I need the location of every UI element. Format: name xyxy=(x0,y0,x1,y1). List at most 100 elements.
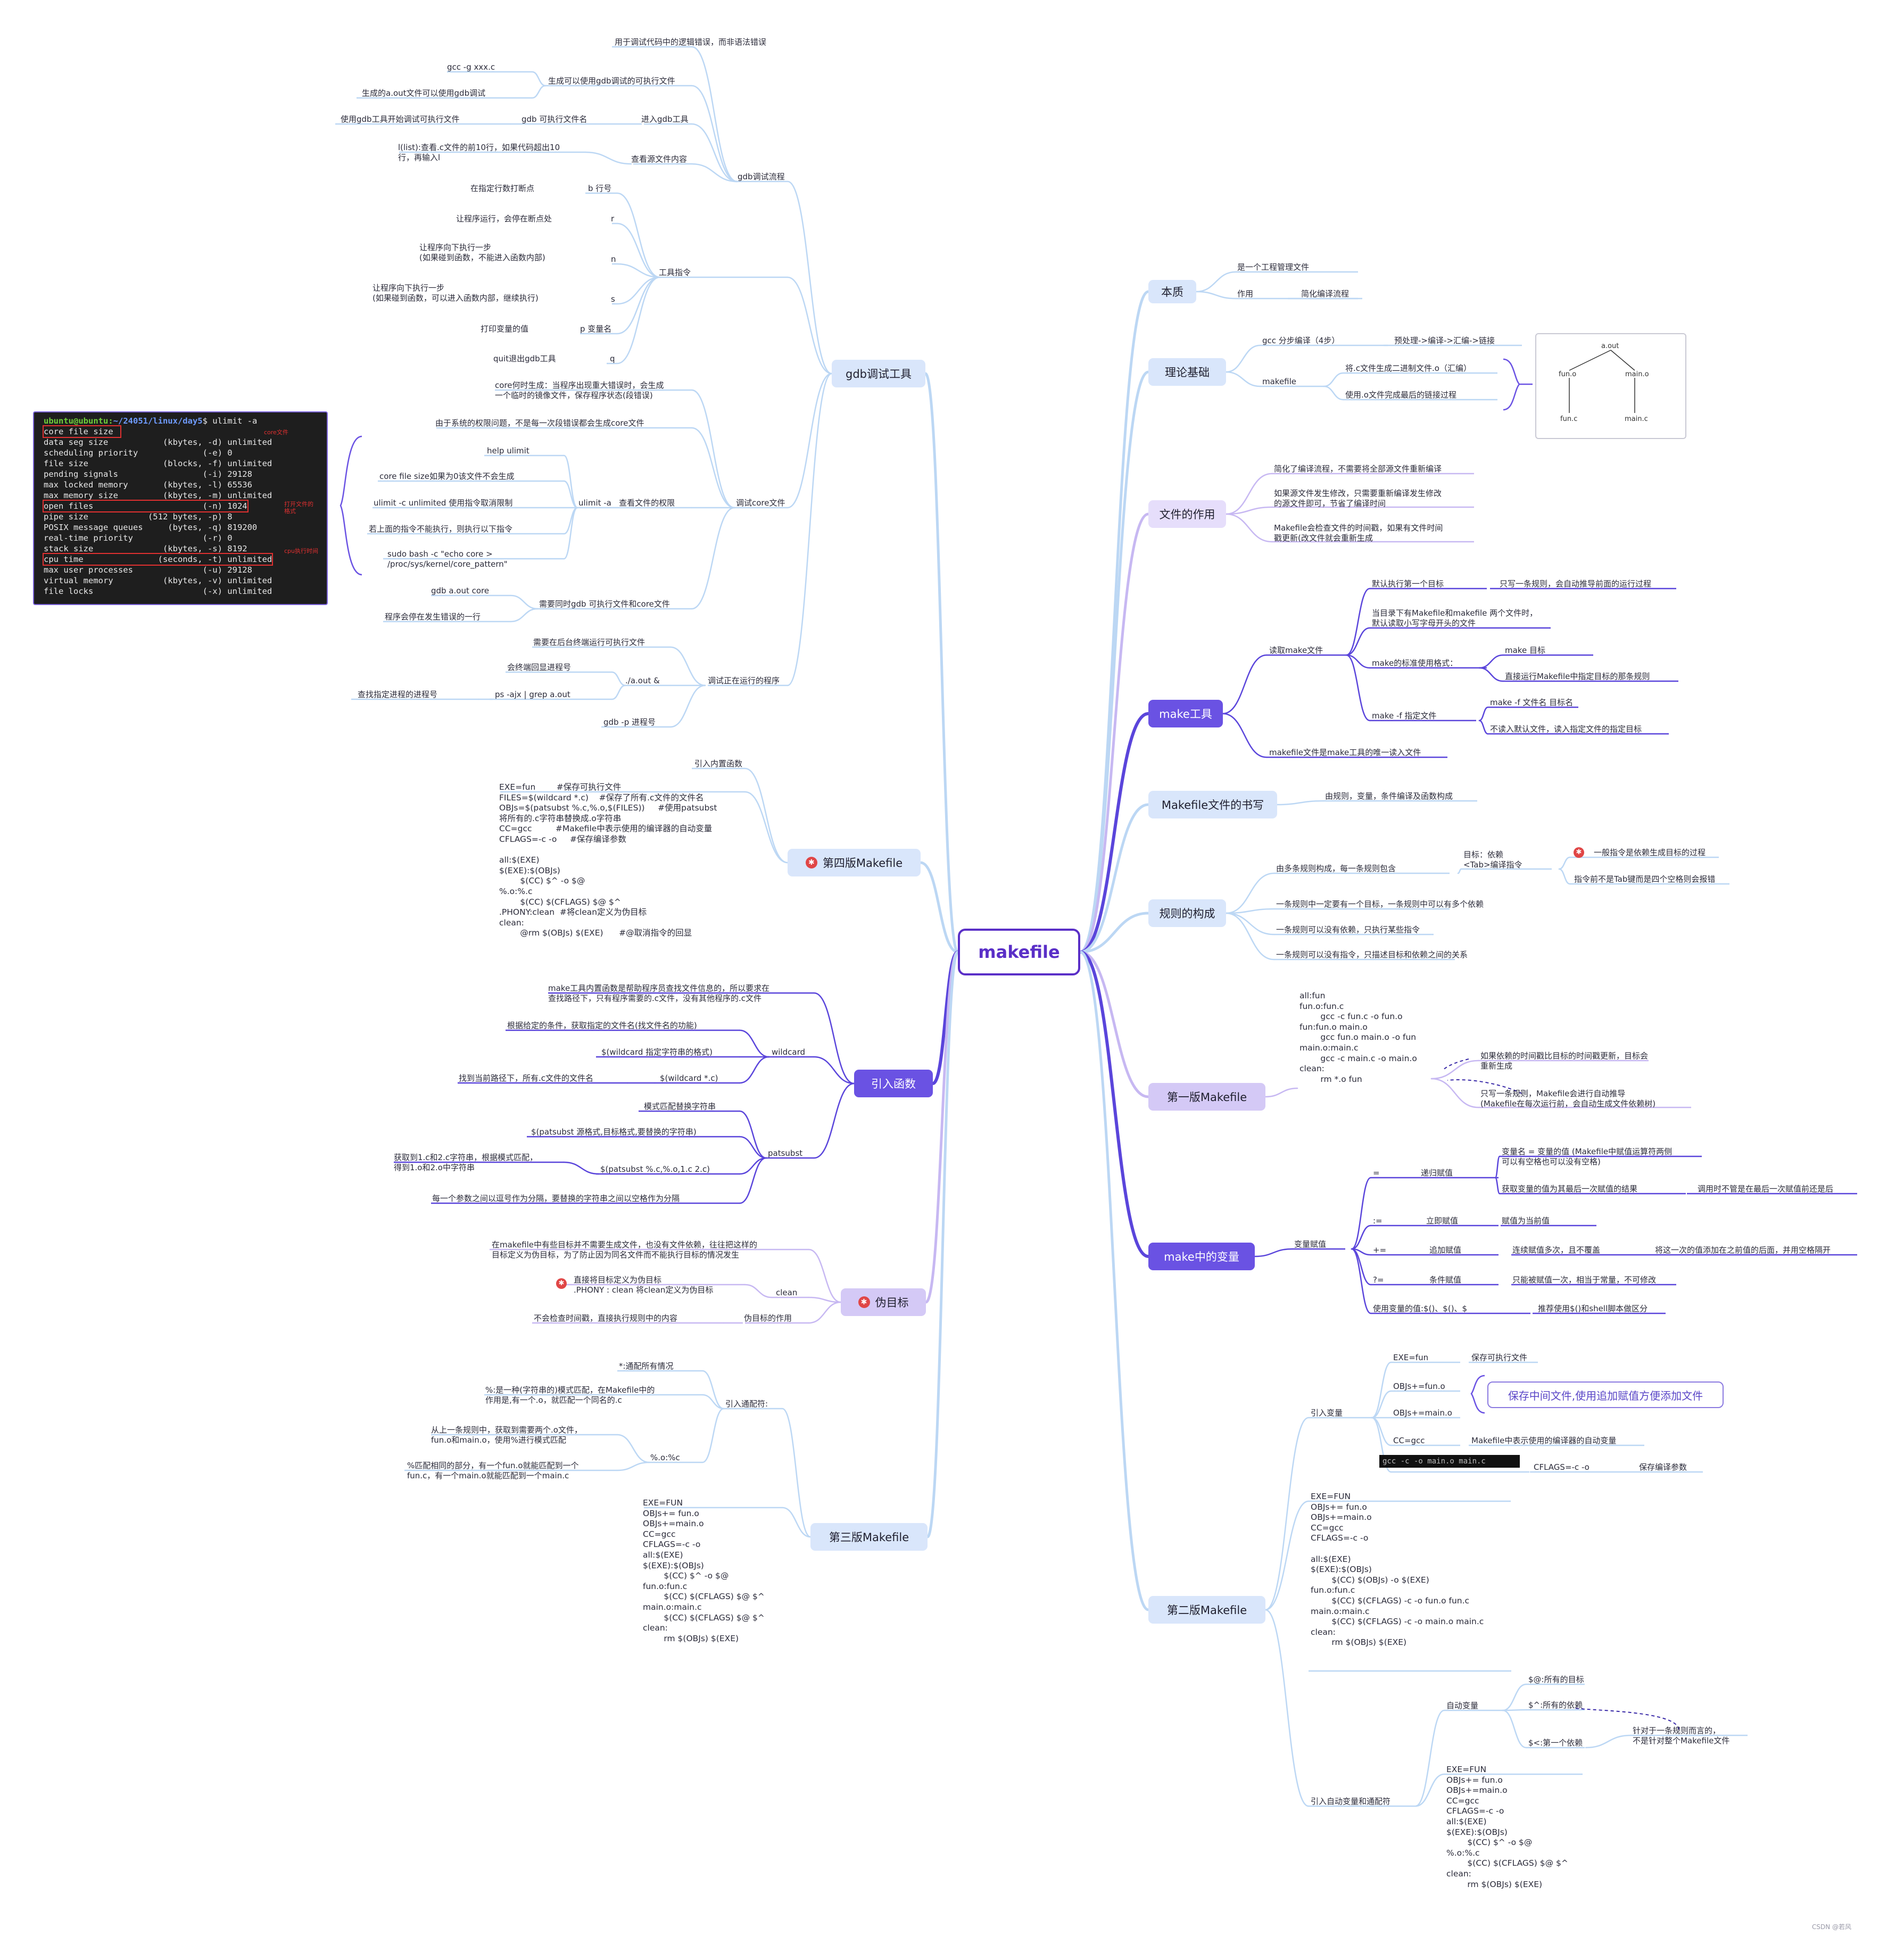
connector xyxy=(1345,627,1371,656)
var-item: 条件赋值 xyxy=(1429,1275,1462,1285)
connector xyxy=(691,46,738,183)
connector xyxy=(1225,872,1275,914)
connector xyxy=(1351,1225,1372,1250)
main-branch xyxy=(1079,290,1150,954)
topic-functions[interactable]: 引入函数 xyxy=(854,1070,933,1097)
make-item: make -f 指定文件 xyxy=(1372,711,1437,721)
connector xyxy=(1502,1683,1527,1711)
connector xyxy=(563,1161,600,1175)
main-branch xyxy=(926,950,959,1538)
terminal-line: max memory size (kbytes, -m) unlimited xyxy=(44,491,272,500)
terminal-line: cpu time (seconds, -t) unlimited xyxy=(42,553,274,566)
connector xyxy=(563,507,578,560)
topic-benzhi[interactable]: 本质 xyxy=(1148,280,1196,303)
gdb-item: 在指定行数打断点 xyxy=(470,184,535,193)
connector xyxy=(616,192,661,278)
tree-leaf: fun.c xyxy=(1560,415,1578,423)
topic-v1[interactable]: 第一版Makefile xyxy=(1148,1083,1265,1111)
terminal-line: max locked memory (kbytes, -l) 65536 xyxy=(44,480,252,490)
connector xyxy=(611,684,626,700)
gdb-item: gdb 可执行文件名 xyxy=(521,114,587,124)
gdb-item: 查找指定进程的进程号 xyxy=(358,690,438,699)
v2-item: OBJs+=fun.o xyxy=(1393,1381,1445,1391)
topic-v2[interactable]: 第二版Makefile xyxy=(1148,1596,1265,1624)
v2-item: $@:所有的目标 xyxy=(1528,1675,1584,1684)
connector xyxy=(1225,912,1275,936)
terminal-line: pipe size (512 bytes, -p) 8 xyxy=(44,512,233,522)
v3-code: EXE=FUN OBJs+= fun.o OBJs+=main.o CC=gcc… xyxy=(643,1498,765,1643)
connector xyxy=(563,507,578,535)
main-branch xyxy=(1079,512,1150,954)
topic-guize[interactable]: 规则的构成 xyxy=(1148,899,1226,927)
lilun-item: 将.c文件生成二进制文件.o（汇编） xyxy=(1345,363,1471,373)
topic-make-tool[interactable]: make工具 xyxy=(1148,700,1223,727)
topic-v3[interactable]: 第三版Makefile xyxy=(810,1523,928,1551)
tree-root: a.out xyxy=(1601,342,1619,350)
var-item: 变量名 = 变量的值 (Makefile中赋值运算符两侧 可以有空格也可以没有空… xyxy=(1502,1147,1673,1166)
connector xyxy=(1478,667,1504,682)
var-item: 调用时不管是在最后一次赋值前还是后 xyxy=(1698,1184,1834,1194)
connector xyxy=(1225,513,1273,543)
connector xyxy=(510,608,539,623)
connector xyxy=(1558,868,1571,885)
main-branch xyxy=(1079,950,1150,1258)
gdb-item: 工具指令 xyxy=(659,268,691,277)
connector xyxy=(1494,1155,1501,1179)
gdb-item: gcc -g xxx.c xyxy=(447,62,495,72)
connector xyxy=(787,373,833,509)
gdb-item: ulimit -a 查看文件的权限 xyxy=(578,498,675,508)
zuoyong-item: 简化了编译流程，不需要将全部源文件重新编译 xyxy=(1274,464,1442,474)
connector xyxy=(739,1110,767,1159)
connector xyxy=(691,123,738,183)
var-item: 连续赋值多次，且不覆盖 xyxy=(1512,1245,1601,1255)
terminal-line: POSIX message queues (bytes, -q) 819200 xyxy=(44,523,258,532)
connector xyxy=(1345,654,1371,669)
topic-lilun[interactable]: 理论基础 xyxy=(1148,358,1226,386)
func-item: 获取到1.c和2.c字符串，根据模式匹配， 得到1.o和2.o中字符串 xyxy=(394,1153,538,1172)
connector xyxy=(1225,908,1275,914)
topic-zuoyong[interactable]: 文件的作用 xyxy=(1148,500,1226,528)
main-branch xyxy=(919,861,959,954)
topic-v4[interactable]: ✱第四版Makefile xyxy=(788,849,921,876)
central-topic[interactable]: makefile xyxy=(958,929,1080,975)
gdb-item: 需要同时gdb 可执行文件和core文件 xyxy=(539,599,670,609)
connector xyxy=(1323,385,1344,401)
connector xyxy=(1264,1500,1310,1611)
v2-item: 保存可执行文件 xyxy=(1471,1353,1528,1362)
terminal-screenshot: ubuntu@ubuntu:~/24051/linux/day5$ ulimit… xyxy=(33,411,328,605)
terminal-prompt: ubuntu@ubuntu: xyxy=(44,416,113,426)
benzhi-item: 简化编译流程 xyxy=(1301,289,1350,299)
topic-phony[interactable]: ✱伪目标 xyxy=(841,1288,926,1316)
v2-item: CC=gcc xyxy=(1393,1436,1425,1445)
connector xyxy=(1222,713,1268,758)
guize-item: 一般指令是依赖生成目标的过程 xyxy=(1594,848,1706,857)
topic-variables[interactable]: make中的变量 xyxy=(1148,1243,1255,1270)
connector xyxy=(669,646,706,686)
connector xyxy=(813,1082,855,1159)
connector xyxy=(616,276,661,365)
gdb-item: help ulimit xyxy=(487,446,529,456)
connector xyxy=(744,791,789,864)
benzhi-item: 作用 xyxy=(1237,289,1254,299)
guize-item: 一条规则可以没有指令，只描述目标和依赖之间的关系 xyxy=(1276,950,1468,959)
topic-shuxie[interactable]: Makefile文件的书写 xyxy=(1148,791,1277,818)
connector xyxy=(1502,1709,1527,1749)
v1-code: all:fun fun.o:fun.c gcc -c fun.c -o fun.… xyxy=(1299,991,1417,1084)
func-item: 根据给定的条件，获取指定的文件名(找文件名的功能) xyxy=(507,1021,697,1030)
connector xyxy=(510,594,539,610)
topic-gdb[interactable]: gdb调试工具 xyxy=(832,360,925,387)
relation-arrow xyxy=(1443,1058,1469,1070)
terminal-line: pending signals (-i) 29128 xyxy=(44,469,252,479)
make-item: make 目标 xyxy=(1505,646,1545,655)
v2-item: 引入自动变量和通配符 xyxy=(1311,1797,1391,1806)
var-item: 只能被赋值一次，相当于常量，不可修改 xyxy=(1512,1275,1657,1285)
var-item: 将这一次的值添加在之前值的后面，并用空格隔开 xyxy=(1655,1245,1831,1255)
gdb-item: 生成的a.out文件可以使用gdb调试 xyxy=(362,88,486,98)
gdb-item: 需要在后台终端运行可执行文件 xyxy=(533,638,645,647)
lilun-item: 使用.o文件完成最后的链接过程 xyxy=(1345,390,1456,400)
terminal-line: scheduling priority (-e) 0 xyxy=(44,448,233,458)
v1-note: 只写一条规则，Makefile会进行自动推导 (Makefile在每次运行前，会… xyxy=(1480,1089,1656,1108)
phony-item: 在makefile中有些目标并不需要生成文件，也没有文件依赖，往往把这样的 目标… xyxy=(492,1240,758,1260)
func-item: $(patsubst %.c,%.o,1.c 2.c) xyxy=(600,1164,710,1174)
